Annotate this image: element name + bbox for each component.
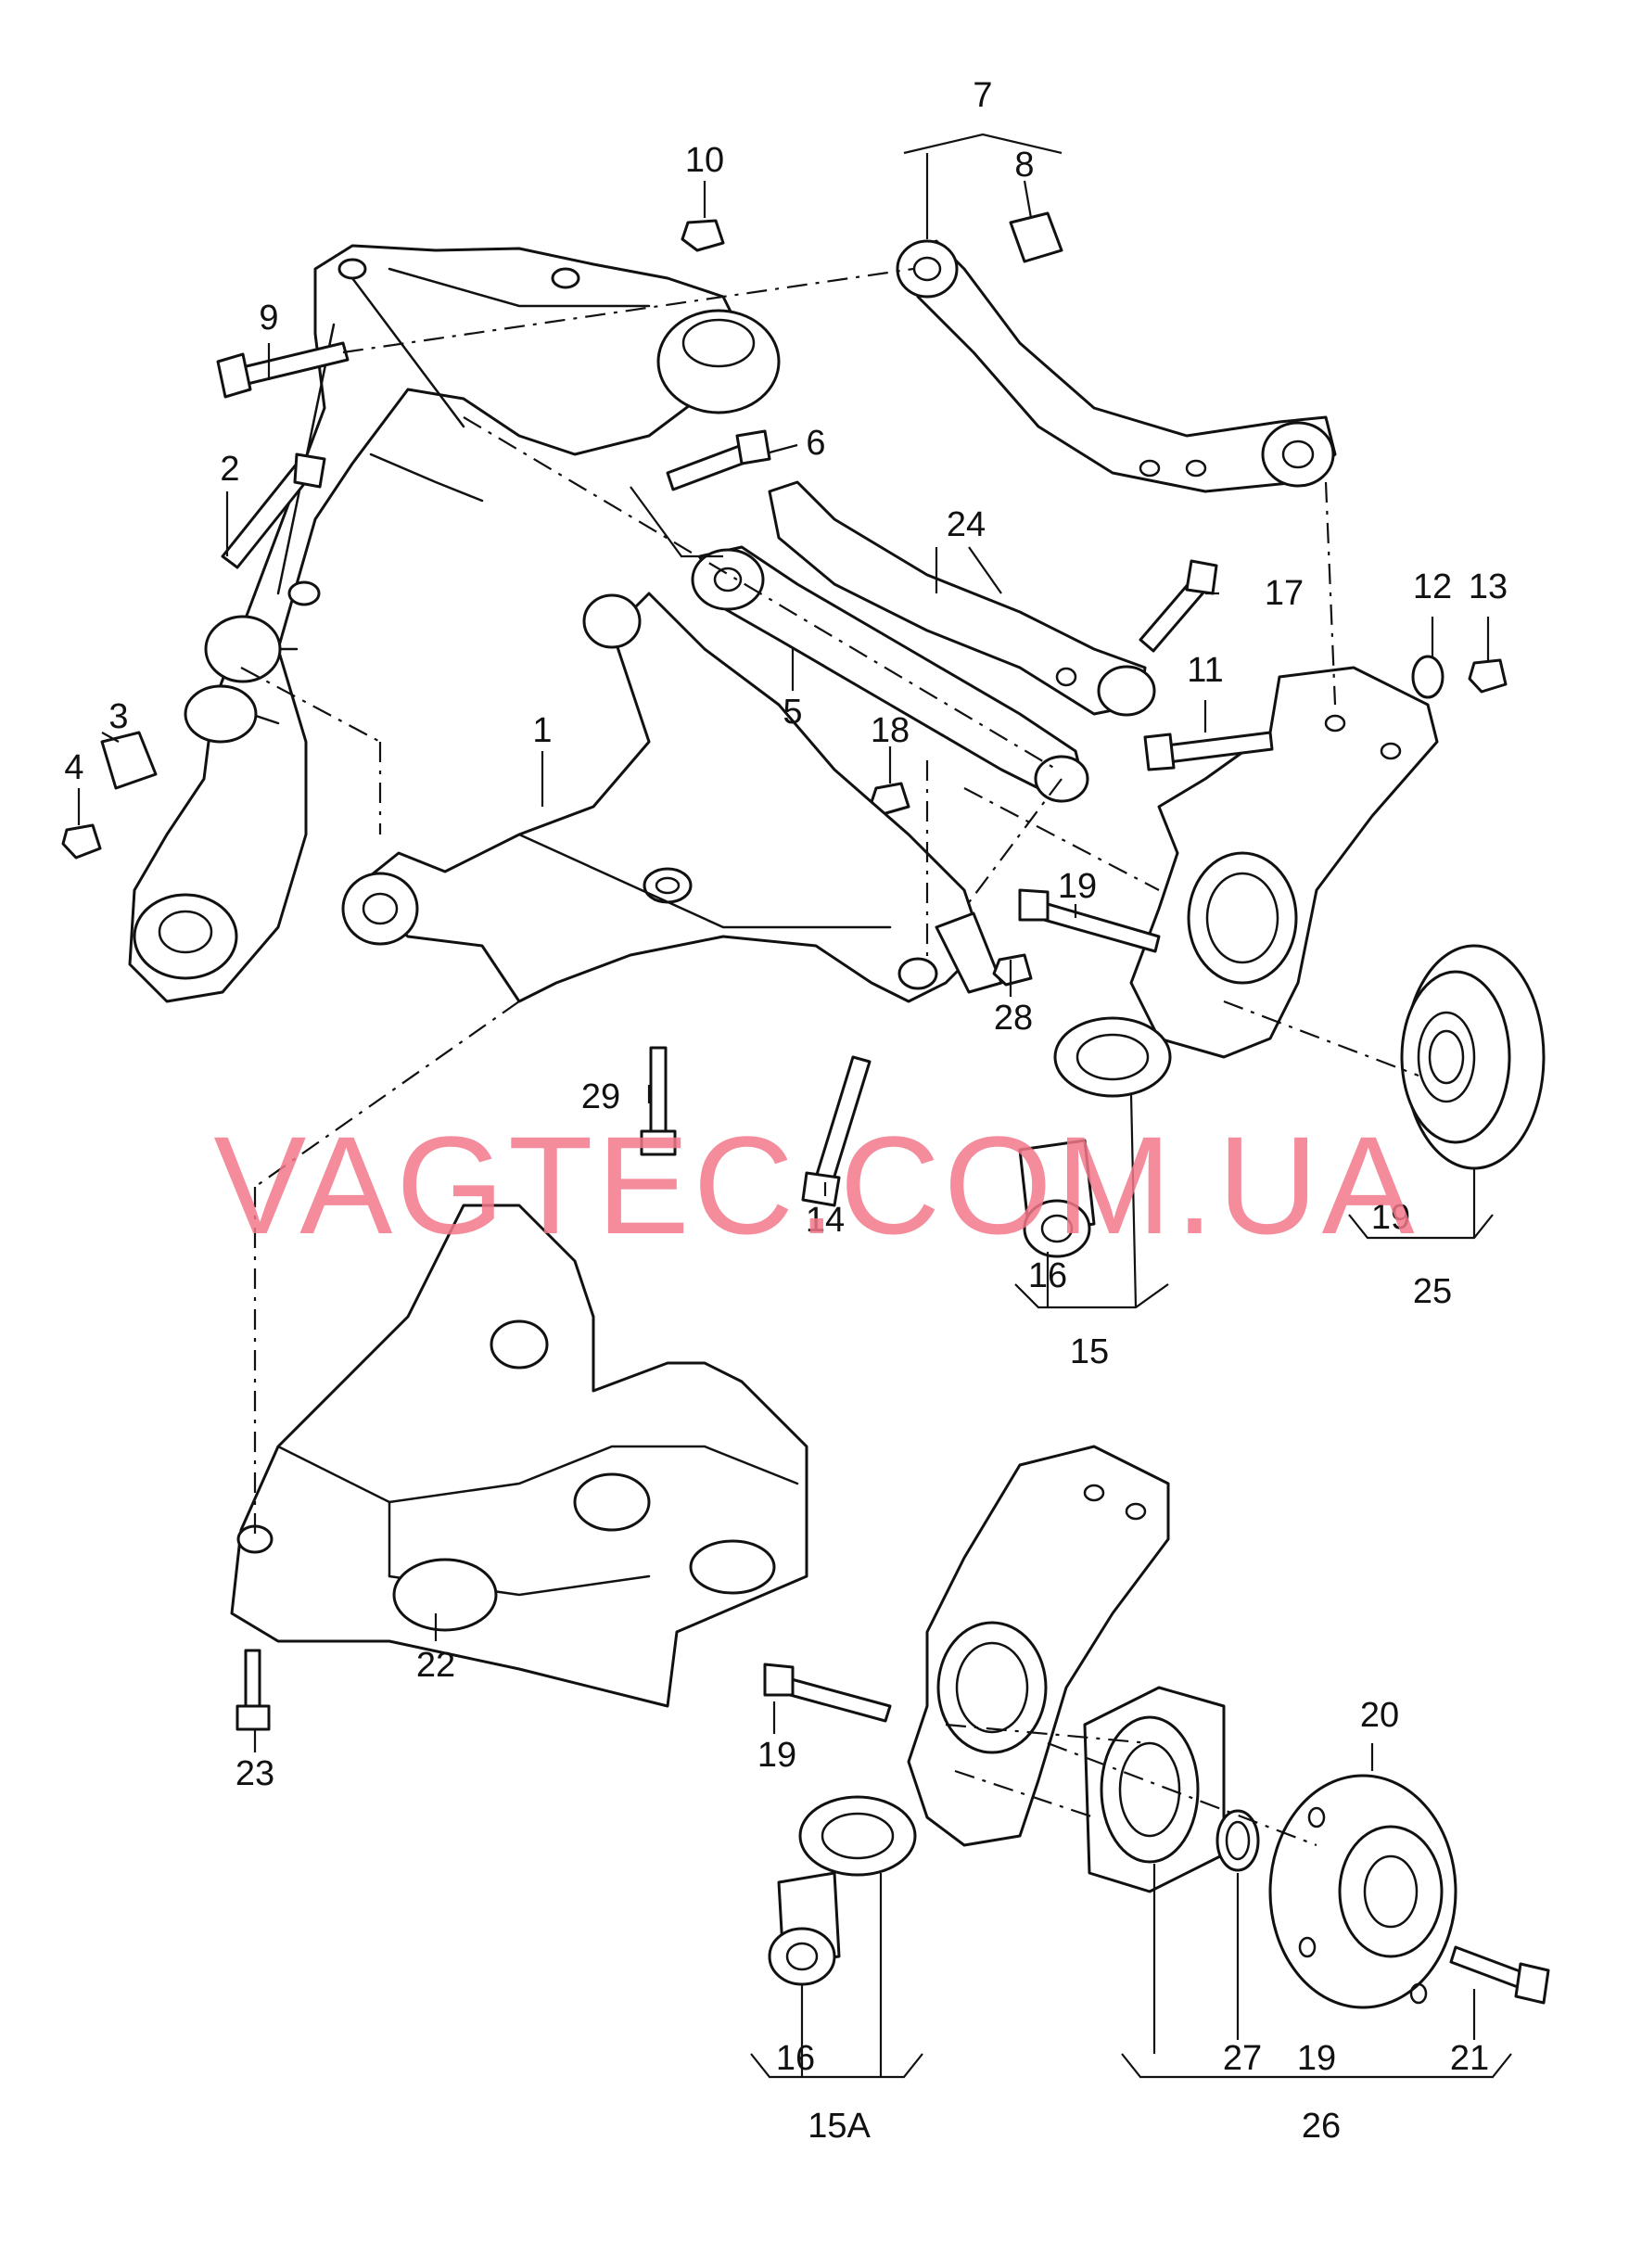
callout-22: 22	[416, 1646, 455, 1685]
callout-8: 8	[1014, 146, 1034, 185]
callout-19-hub: 19	[1371, 1198, 1410, 1237]
washer-12	[1411, 655, 1444, 699]
callout-19-housing: 19	[757, 1736, 796, 1775]
callout-7: 7	[973, 76, 992, 115]
assembly-lines	[240, 267, 1419, 1847]
callout-16-upper: 16	[1028, 1256, 1067, 1295]
callout-29: 29	[581, 1077, 620, 1116]
callout-2: 2	[220, 450, 239, 489]
nut-13	[1468, 658, 1508, 694]
callout-11: 11	[1187, 651, 1223, 690]
callout-20: 20	[1360, 1696, 1399, 1735]
upper-control-arm-7	[896, 239, 1337, 493]
callout-16-lower: 16	[776, 2039, 815, 2078]
track-rod-24	[768, 480, 1156, 717]
bolt-29	[640, 1046, 677, 1156]
bolt-2	[221, 452, 326, 569]
callout-19-hub-bolt: 19	[1058, 867, 1097, 906]
callout-10: 10	[685, 141, 724, 180]
lower-wishbone-1	[341, 592, 1003, 1003]
washer-3	[100, 731, 158, 790]
bushing-8	[1009, 211, 1063, 263]
callouts: 7 8 10 9 6 2 24 17 12 13 11 5 3 1 18 4 1…	[64, 76, 1508, 2146]
callout-28: 28	[994, 999, 1033, 1038]
bolt-11	[1143, 731, 1274, 771]
wheel-hub-25	[1400, 944, 1546, 1170]
leader-lines	[77, 133, 1512, 2079]
wheel-bearing-26	[1083, 1686, 1226, 1893]
callout-19-bearing: 19	[1297, 2039, 1336, 2078]
circlip-27	[1215, 1809, 1260, 1872]
watermark-text: VAGTEC.COM.UA	[213, 1107, 1418, 1263]
subframe	[128, 244, 781, 1003]
bolt-6	[666, 429, 771, 491]
nut-18	[870, 782, 910, 816]
callout-3: 3	[108, 697, 128, 736]
callout-17: 17	[1265, 574, 1304, 613]
wheel-bearing-housing	[1053, 666, 1439, 1098]
bolt-21	[1449, 1945, 1550, 2005]
callout-26: 26	[1302, 2107, 1341, 2146]
callout-15a: 15A	[808, 2107, 871, 2146]
callout-14: 14	[806, 1201, 845, 1240]
callout-24: 24	[947, 505, 986, 544]
nut-4	[61, 823, 102, 860]
callout-23: 23	[235, 1754, 274, 1793]
nut-10	[681, 219, 725, 252]
callout-6: 6	[806, 424, 825, 463]
bushing-16-upper	[1018, 1139, 1096, 1258]
callout-13: 13	[1469, 567, 1508, 606]
bolt-14	[801, 1055, 872, 1207]
bolt-19-upper	[1018, 888, 1161, 953]
bolt-19-lower	[763, 1663, 892, 1723]
bolt-17	[1139, 559, 1218, 653]
callout-27: 27	[1223, 2039, 1262, 2078]
wheel-hub-20	[1268, 1774, 1457, 2009]
callout-18: 18	[871, 711, 910, 750]
callout-21: 21	[1450, 2039, 1489, 2078]
callout-1: 1	[532, 711, 552, 750]
bolt-23	[235, 1649, 271, 1731]
callout-4: 4	[64, 748, 83, 787]
subframe-shield-22	[230, 1204, 808, 1708]
bolt-9	[216, 341, 350, 399]
callout-9: 9	[259, 299, 278, 338]
callout-5: 5	[783, 693, 802, 732]
callout-15: 15	[1070, 1332, 1109, 1371]
nut-28	[992, 953, 1033, 987]
callout-25: 25	[1413, 1272, 1452, 1311]
bushing-16-lower	[768, 1871, 841, 1986]
wheel-bearing-housing-15a	[798, 1445, 1170, 1877]
callout-12: 12	[1413, 567, 1452, 606]
